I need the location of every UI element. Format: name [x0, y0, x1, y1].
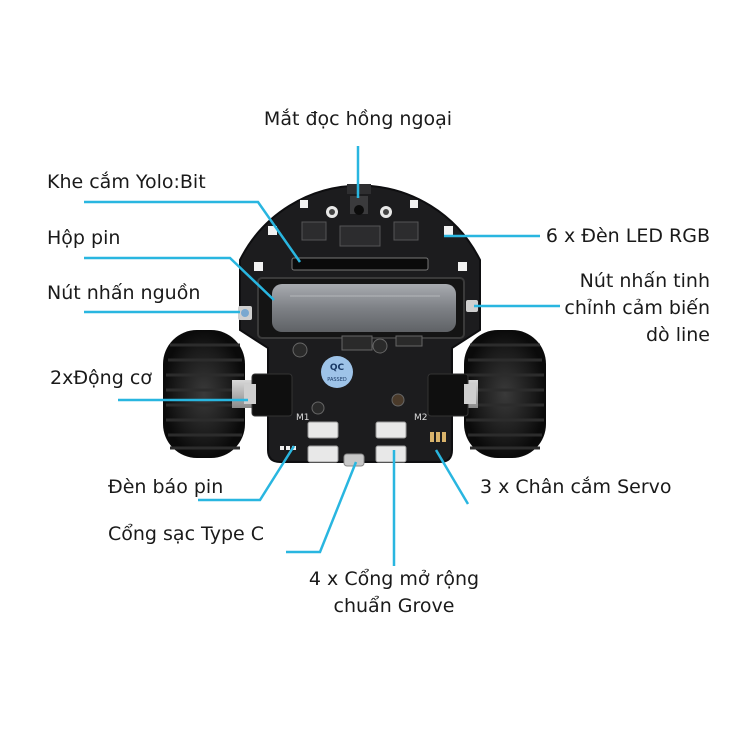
label-motors: 2xĐộng cơ [50, 367, 152, 389]
tune-button [466, 300, 478, 312]
rgb-leds [254, 200, 467, 271]
right-motor [427, 373, 476, 417]
label-battery-led: Đèn báo pin [108, 476, 224, 498]
grove-ports [307, 421, 407, 463]
label-battery-box: Hộp pin [47, 227, 121, 249]
label-tune-line2: chỉnh cảm biến [564, 297, 710, 319]
callout-led [198, 445, 296, 502]
qc-text-top: QC [330, 363, 345, 373]
m2-label: M2 [414, 413, 428, 423]
callout-yolobit [84, 200, 302, 263]
callout-battery [84, 256, 275, 301]
label-rgb-leds: 6 x Đèn LED RGB [545, 225, 710, 247]
label-power-button: Nút nhấn nguồn [47, 282, 201, 304]
callout-typec [286, 461, 358, 554]
qc-text-bottom: PASSED [327, 377, 347, 383]
chips [301, 221, 419, 247]
callout-servo [434, 449, 470, 505]
label-grove: 4 x Cổng mở rộng chuẩn Grove [294, 566, 494, 620]
label-tune-button: Nút nhấn tinh chỉnh cảm biến dò line [564, 268, 710, 349]
label-tune-line3: dò line [645, 324, 710, 346]
label-grove-line2: chuẩn Grove [333, 595, 455, 617]
label-grove-line1: 4 x Cổng mở rộng [308, 568, 480, 590]
sensor-eyes [326, 206, 392, 218]
label-servo-pins: 3 x Chân cắm Servo [480, 476, 672, 498]
servo-pins [430, 432, 446, 442]
qc-sticker [321, 356, 353, 388]
yolobit-slot [291, 257, 429, 271]
battery-cell [272, 284, 456, 332]
label-yolobit-slot: Khe cắm Yolo:Bit [47, 171, 206, 193]
callout-lines [84, 146, 560, 566]
label-typec-port: Cổng sạc Type C [108, 523, 265, 545]
label-tune-line1: Nút nhấn tinh [579, 270, 710, 292]
m1-label: M1 [296, 413, 310, 423]
label-ir-sensor: Mắt đọc hồng ngoại [263, 108, 453, 130]
left-motor [244, 373, 293, 417]
